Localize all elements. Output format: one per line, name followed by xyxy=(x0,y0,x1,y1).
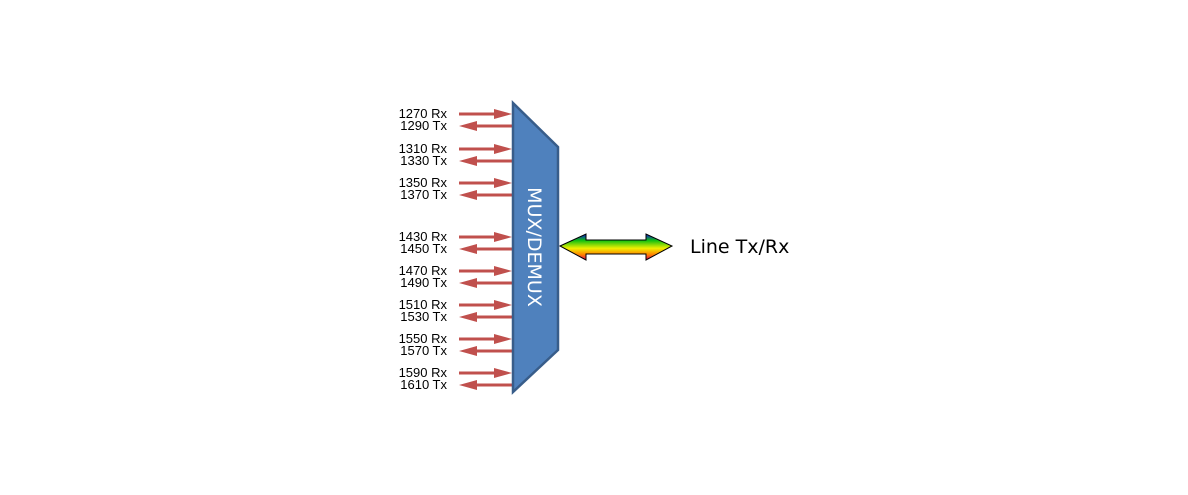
rx-label: 1510 Rx xyxy=(399,297,448,312)
tx-label: 1570 Tx xyxy=(400,343,447,358)
rx-arrow xyxy=(459,144,512,154)
tx-label: 1370 Tx xyxy=(400,187,447,202)
tx-arrow xyxy=(459,380,512,390)
tx-arrow xyxy=(459,278,512,288)
rx-arrow xyxy=(459,232,512,242)
tx-arrow xyxy=(459,156,512,166)
rx-arrow xyxy=(459,300,512,310)
tx-arrow xyxy=(459,346,512,356)
tx-label: 1450 Tx xyxy=(400,241,447,256)
tx-arrow xyxy=(459,244,512,254)
tx-arrow xyxy=(459,190,512,200)
tx-arrow xyxy=(459,121,512,131)
rx-label: 1430 Rx xyxy=(399,229,448,244)
rx-arrow xyxy=(459,109,512,119)
rx-arrow xyxy=(459,368,512,378)
line-label: Line Tx/Rx xyxy=(690,236,789,258)
rx-label: 1350 Rx xyxy=(399,175,448,190)
rx-label: 1590 Rx xyxy=(399,365,448,380)
rx-arrow xyxy=(459,266,512,276)
rx-label: 1470 Rx xyxy=(399,263,448,278)
tx-label: 1330 Tx xyxy=(400,153,447,168)
rx-label: 1310 Rx xyxy=(399,141,448,156)
tx-label: 1530 Tx xyxy=(400,309,447,324)
mux-label: MUX/DEMUX xyxy=(523,187,545,307)
tx-arrow xyxy=(459,312,512,322)
tx-label: 1290 Tx xyxy=(400,118,447,133)
line-double-arrow xyxy=(558,233,674,261)
rx-label: 1270 Rx xyxy=(399,106,448,121)
rx-arrow xyxy=(459,178,512,188)
rx-arrow xyxy=(459,334,512,344)
tx-label: 1490 Tx xyxy=(400,275,447,290)
rx-label: 1550 Rx xyxy=(399,331,448,346)
mux-demux-block xyxy=(511,100,560,395)
tx-label: 1610 Tx xyxy=(400,377,447,392)
